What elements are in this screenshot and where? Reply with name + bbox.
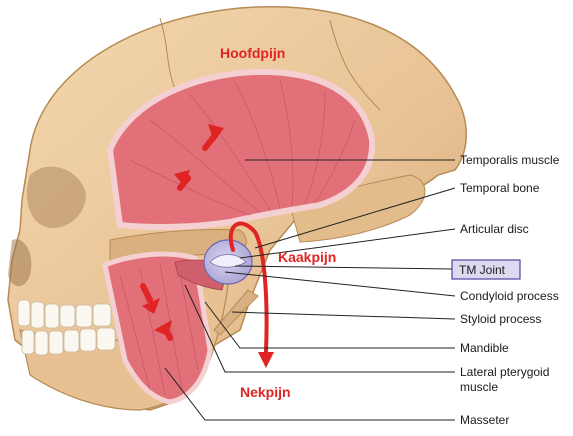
lateral-pterygoid-label-1: Lateral pterygoid <box>460 365 549 379</box>
tm-joint-badge: TM Joint <box>452 260 520 279</box>
masseter-label: Masseter <box>460 413 509 427</box>
styloid-label: Styloid process <box>460 312 541 326</box>
tm-joint-label: TM Joint <box>459 263 506 277</box>
temporal-bone-label: Temporal bone <box>460 181 540 195</box>
neck-pain-label: Nekpijn <box>240 384 291 400</box>
temporalis-label: Temporalis muscle <box>460 153 560 167</box>
lateral-pterygoid-label-2: muscle <box>460 380 498 394</box>
tm-joint <box>204 240 252 284</box>
jaw-pain-label: Kaakpijn <box>278 249 336 265</box>
condyloid-label: Condyloid process <box>460 289 559 303</box>
headache-label: Hoofdpijn <box>220 45 285 61</box>
mandible-label: Mandible <box>460 341 509 355</box>
articular-disc-label: Articular disc <box>460 222 529 236</box>
